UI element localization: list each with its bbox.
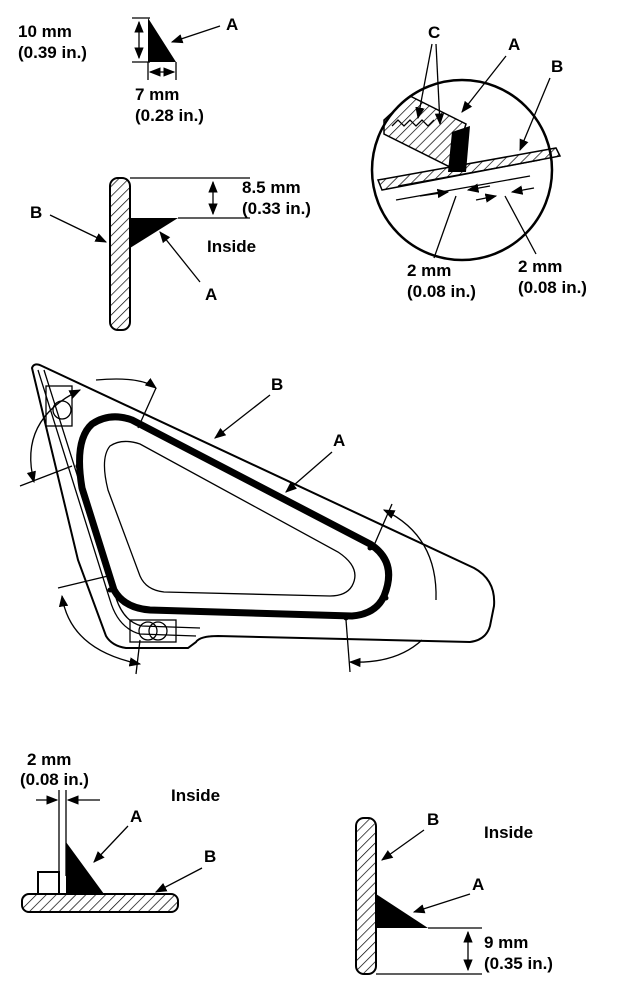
seal-triangle-shape (66, 842, 104, 894)
height-mm-label: 10 mm (18, 22, 72, 41)
gap2-in-label: (0.08 in.) (518, 278, 587, 297)
offset-mm-label: 9 mm (484, 933, 528, 952)
width-in-label: (0.28 in.) (135, 106, 204, 125)
width-mm-label: 7 mm (135, 85, 179, 104)
label-b: B (271, 375, 283, 394)
offset-mm-label: 8.5 mm (242, 178, 301, 197)
offset-in-label: (0.33 in.) (242, 199, 311, 218)
clip-box (37, 871, 60, 895)
panel-section (21, 893, 179, 913)
label-a: A (205, 285, 217, 304)
detail-triangle-size: 10 mm (0.39 in.) 7 mm (0.28 in.) A (18, 15, 238, 125)
label-a: A (472, 875, 484, 894)
height-in-label: (0.39 in.) (18, 43, 87, 62)
seal-triangle-shape (148, 18, 176, 62)
label-b: B (30, 203, 42, 222)
panel-section (109, 177, 131, 331)
offset-in-label: (0.35 in.) (484, 954, 553, 973)
label-b: B (427, 810, 439, 829)
label-a: A (130, 807, 142, 826)
detail-magnified-circle: C A B 2 mm (0.08 in.) 2 mm (0.08 in.) (370, 23, 587, 301)
gap-mm-label: 2 mm (27, 750, 71, 769)
seal-triangle-shape (130, 218, 178, 248)
glass-outer-frame (30, 363, 496, 649)
detail-bottom-right: B Inside A 9 mm (0.35 in.) (355, 810, 553, 975)
main-quarter-glass-view: B A (19, 363, 496, 675)
gap1-in-label: (0.08 in.) (407, 282, 476, 301)
inside-label: Inside (171, 786, 220, 805)
gap2-mm-label: 2 mm (518, 257, 562, 276)
gap1-mm-label: 2 mm (407, 261, 451, 280)
label-a: A (333, 431, 345, 450)
panel-section (355, 817, 377, 975)
label-b: B (551, 57, 563, 76)
glass-inner-outline (103, 440, 356, 597)
label-a: A (508, 35, 520, 54)
detail-bottom-left: 2 mm (0.08 in.) Inside A B (20, 750, 220, 913)
gap-in-label: (0.08 in.) (20, 770, 89, 789)
detail-seal-offset: 8.5 mm (0.33 in.) Inside B A (30, 177, 311, 331)
seal-triangle-shape (376, 894, 428, 928)
seal-triangle-shape (448, 126, 470, 172)
label-a: A (226, 15, 238, 34)
inside-label: Inside (484, 823, 533, 842)
panel-b-section (376, 147, 562, 191)
inside-label: Inside (207, 237, 256, 256)
label-b: B (204, 847, 216, 866)
label-c: C (428, 23, 440, 42)
